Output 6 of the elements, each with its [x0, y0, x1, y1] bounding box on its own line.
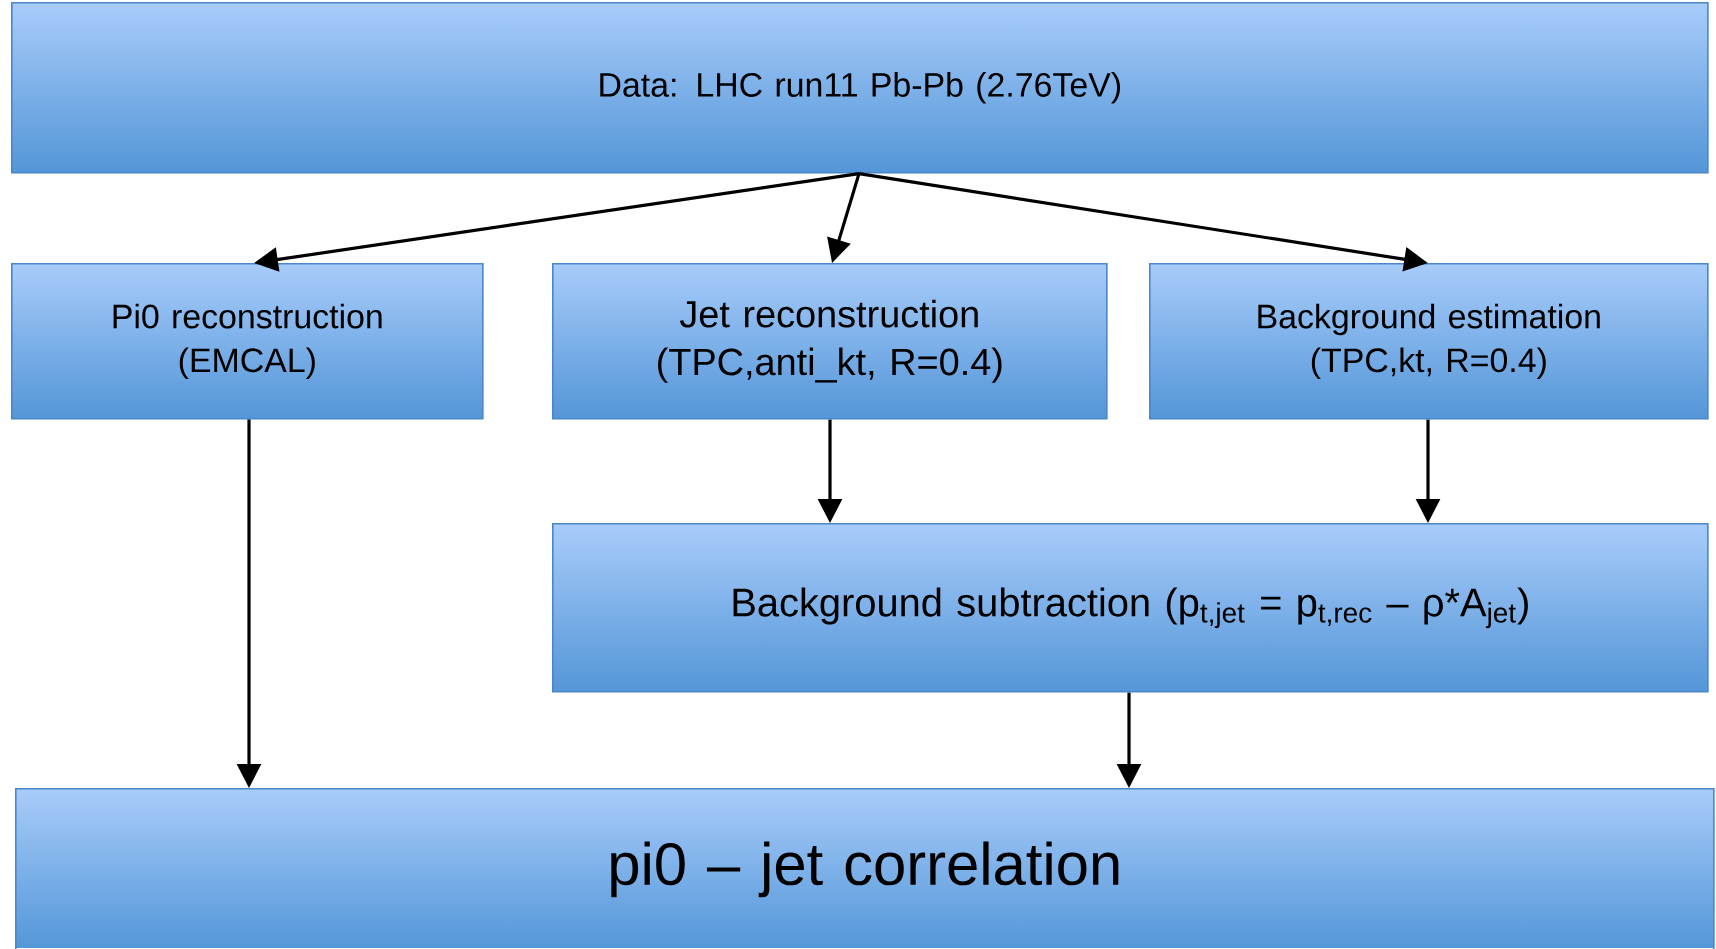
process-box: Data: LHC run11 Pb-Pb (2.76TeV) — [11, 2, 1709, 174]
process-box: Background estimation (TPC,kt, R=0.4) — [1149, 263, 1709, 420]
process-box: Jet reconstruction (TPC,anti_kt, R=0.4) — [552, 263, 1108, 420]
process-box: Pi0 reconstruction (EMCAL) — [11, 263, 484, 420]
process-box: pi0 – jet correlation — [15, 788, 1715, 949]
process-box: Background subtraction (p$_{t,jet}$ = p$_{t,rec}$ – ρ*A$_{jet}$) — [552, 523, 1709, 693]
